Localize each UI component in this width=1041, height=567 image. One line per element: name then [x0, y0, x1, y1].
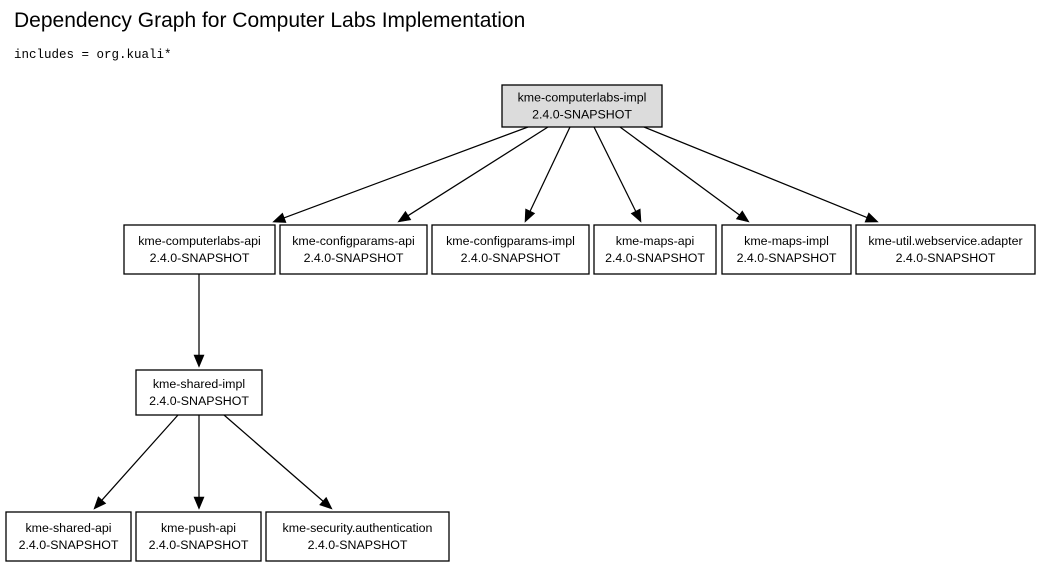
node-version-label: 2.4.0-SNAPSHOT: [149, 394, 249, 408]
node-version-label: 2.4.0-SNAPSHOT: [19, 538, 119, 552]
edge-line: [619, 126, 742, 217]
edge-arrowhead-icon: [397, 210, 412, 223]
edge-arrowhead-icon: [319, 496, 333, 510]
graph-node-kme-push-api[interactable]: kme-push-api 2.4.0-SNAPSHOT: [135, 511, 262, 562]
graph-edge: [93, 414, 179, 510]
edge-arrowhead-icon: [735, 210, 750, 223]
edge-line: [405, 126, 549, 218]
node-artifact-label: kme-shared-api: [25, 521, 111, 535]
node-version-label: 2.4.0-SNAPSHOT: [308, 538, 408, 552]
graph-node-kme-shared-impl[interactable]: kme-shared-impl 2.4.0-SNAPSHOT: [135, 369, 263, 416]
graph-edge: [193, 274, 205, 368]
node-version-label: 2.4.0-SNAPSHOT: [896, 251, 996, 265]
graph-edge: [397, 126, 549, 223]
graph-node-kme-maps-api[interactable]: kme-maps-api 2.4.0-SNAPSHOT: [593, 224, 717, 275]
graph-edge: [272, 126, 529, 223]
node-version-label: 2.4.0-SNAPSHOT: [605, 251, 705, 265]
node-box[interactable]: [501, 84, 663, 128]
edge-line: [281, 126, 529, 220]
node-box[interactable]: [135, 369, 263, 416]
node-box[interactable]: [593, 224, 717, 275]
graph-node-kme-configparams-api[interactable]: kme-configparams-api 2.4.0-SNAPSHOT: [279, 224, 428, 275]
node-version-label: 2.4.0-SNAPSHOT: [149, 538, 249, 552]
node-box[interactable]: [135, 511, 262, 562]
edge-line: [643, 126, 870, 220]
graph-node-kme-security.authentication[interactable]: kme-security.authentication 2.4.0-SNAPSHO…: [265, 511, 450, 562]
node-version-label: 2.4.0-SNAPSHOT: [532, 107, 632, 121]
node-version-label: 2.4.0-SNAPSHOT: [461, 251, 561, 265]
graph-edge: [619, 126, 750, 223]
node-artifact-label: kme-security.authentication: [283, 521, 433, 535]
edge-line: [223, 414, 326, 504]
graph-edge: [193, 415, 205, 510]
node-box[interactable]: [265, 511, 450, 562]
graph-edge: [643, 126, 879, 223]
page-title: Dependency Graph for Computer Labs Imple…: [14, 9, 526, 32]
graph-edge: [524, 126, 571, 223]
edge-arrowhead-icon: [193, 354, 205, 368]
node-artifact-label: kme-computerlabs-api: [138, 234, 261, 248]
node-artifact-label: kme-configparams-impl: [446, 234, 575, 248]
graph-node-kme-computerlabs-impl[interactable]: kme-computerlabs-impl 2.4.0-SNAPSHOT: [501, 84, 663, 128]
edge-line: [528, 126, 571, 214]
edge-arrowhead-icon: [864, 212, 879, 223]
node-box[interactable]: [721, 224, 852, 275]
graph-edges-layer: [93, 126, 879, 510]
includes-filter-label: includes = org.kuali*: [14, 48, 172, 62]
node-artifact-label: kme-configparams-api: [292, 234, 415, 248]
edge-line: [593, 126, 638, 214]
graph-edge: [593, 126, 642, 223]
node-version-label: 2.4.0-SNAPSHOT: [150, 251, 250, 265]
edge-arrowhead-icon: [630, 208, 642, 223]
edge-line: [99, 414, 179, 503]
edge-arrowhead-icon: [524, 208, 536, 223]
graph-edge: [223, 414, 333, 510]
node-artifact-label: kme-maps-api: [616, 234, 695, 248]
graph-node-kme-computerlabs-api[interactable]: kme-computerlabs-api 2.4.0-SNAPSHOT: [123, 224, 276, 275]
node-box[interactable]: [123, 224, 276, 275]
node-box[interactable]: [279, 224, 428, 275]
edge-arrowhead-icon: [93, 496, 107, 510]
node-artifact-label: kme-util.webservice.adapter: [868, 234, 1022, 248]
edge-arrowhead-icon: [193, 496, 205, 510]
node-artifact-label: kme-shared-impl: [153, 377, 245, 391]
graph-node-kme-shared-api[interactable]: kme-shared-api 2.4.0-SNAPSHOT: [5, 511, 132, 562]
node-artifact-label: kme-maps-impl: [744, 234, 829, 248]
node-box[interactable]: [855, 224, 1036, 275]
graph-nodes-layer: kme-computerlabs-impl2.4.0-SNAPSHOTkme-c…: [5, 84, 1036, 562]
node-artifact-label: kme-push-api: [161, 521, 236, 535]
graph-node-kme-configparams-impl[interactable]: kme-configparams-impl 2.4.0-SNAPSHOT: [431, 224, 590, 275]
node-version-label: 2.4.0-SNAPSHOT: [737, 251, 837, 265]
graph-node-kme-util.webservice.adapter[interactable]: kme-util.webservice.adapter 2.4.0-SNAPSHO…: [855, 224, 1036, 275]
node-version-label: 2.4.0-SNAPSHOT: [304, 251, 404, 265]
node-box[interactable]: [431, 224, 590, 275]
edge-arrowhead-icon: [272, 212, 287, 223]
node-box[interactable]: [5, 511, 132, 562]
graph-node-kme-maps-impl[interactable]: kme-maps-impl 2.4.0-SNAPSHOT: [721, 224, 852, 275]
node-artifact-label: kme-computerlabs-impl: [518, 90, 647, 104]
